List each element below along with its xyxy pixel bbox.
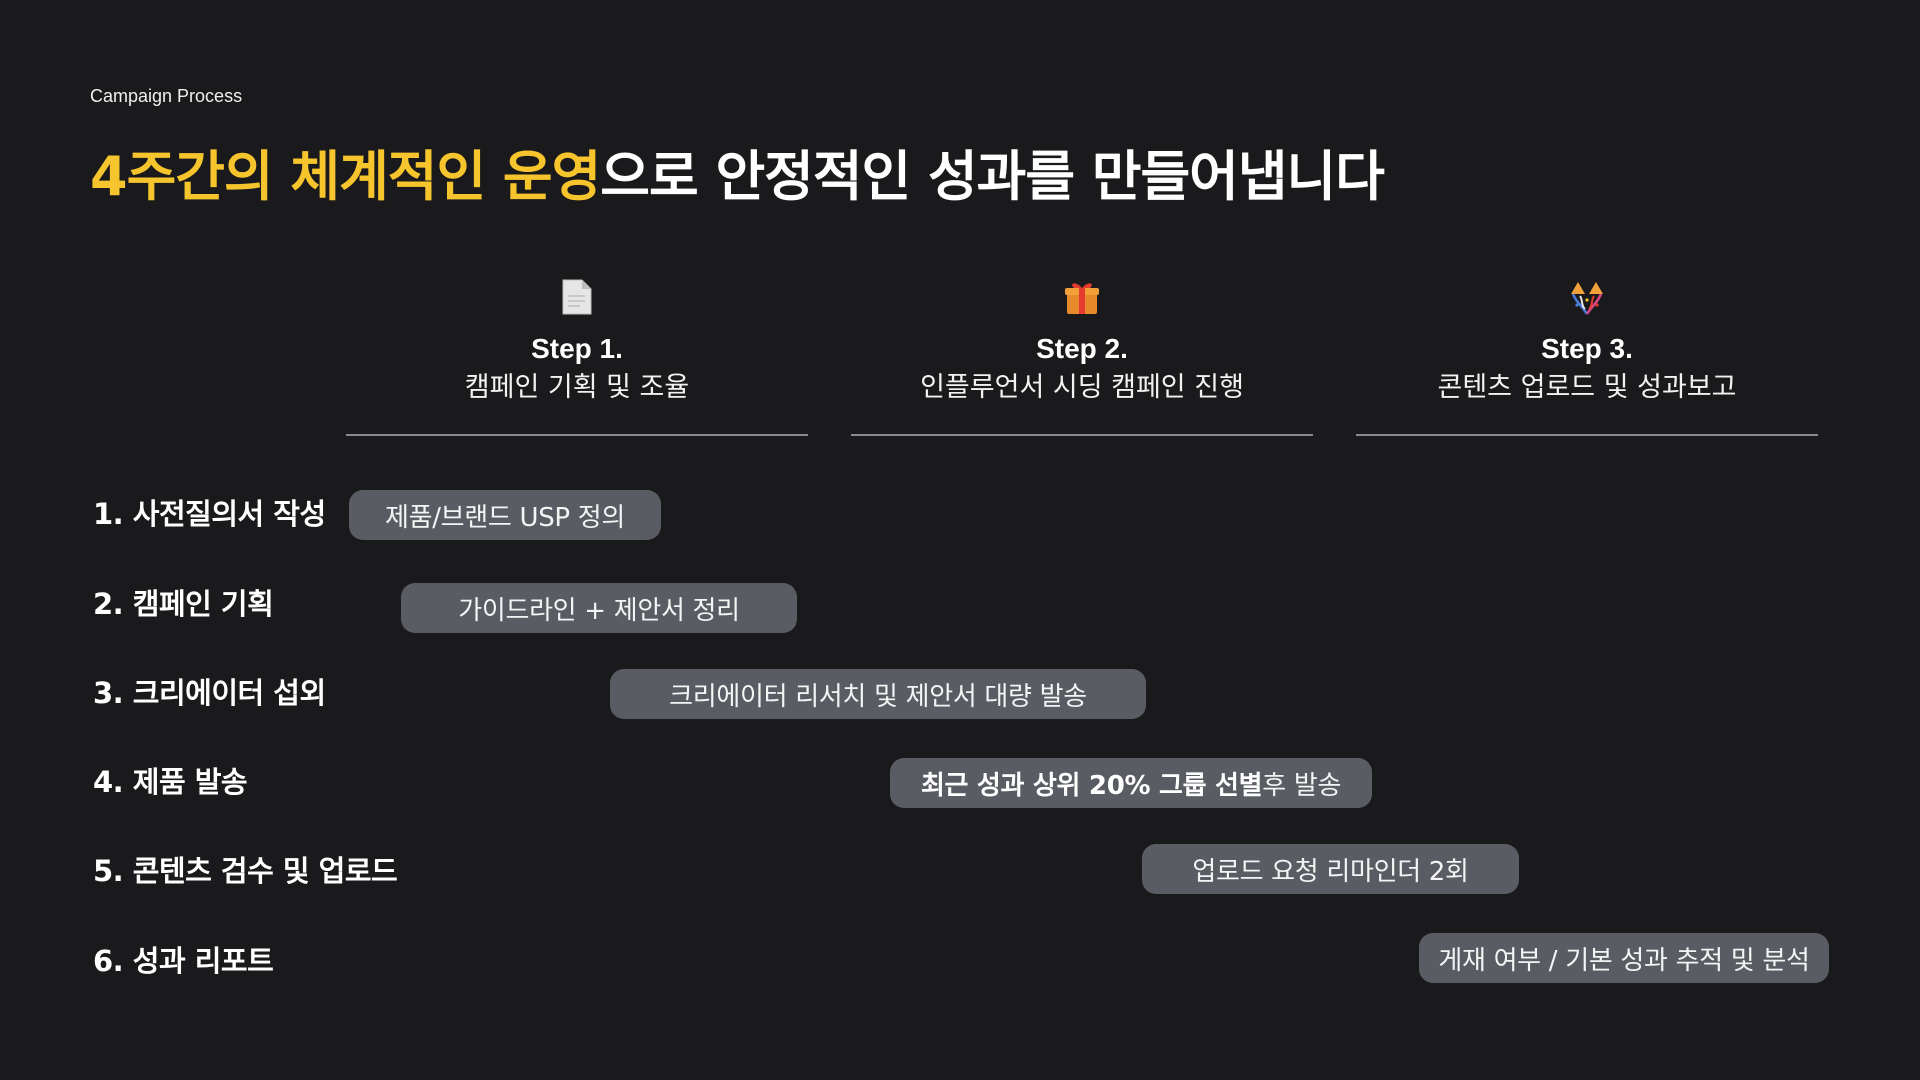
page-title-highlight: 4주간의 체계적인 운영 xyxy=(90,145,601,208)
row-label-4: 4. 제품 발송 xyxy=(93,765,248,799)
row-label-6: 6. 성과 리포트 xyxy=(93,944,274,978)
eyebrow-label: Campaign Process xyxy=(90,86,243,106)
step-3-divider xyxy=(1356,434,1818,436)
row-label-5: 5. 콘텐츠 검수 및 업로드 xyxy=(93,854,398,888)
task-pill-4: 최근 성과 상위 20% 그룹 선별 후 발송 xyxy=(890,758,1372,808)
step-1-title: Step 1. xyxy=(531,333,623,364)
task-pill-3: 크리에이터 리서치 및 제안서 대량 발송 xyxy=(610,669,1146,719)
step-1-column: Step 1. 캠페인 기획 및 조율 xyxy=(346,274,808,436)
step-3-subtitle: 콘텐츠 업로드 및 성과보고 xyxy=(1437,372,1737,403)
step-2-divider xyxy=(851,434,1313,436)
gift-icon xyxy=(851,274,1313,320)
page-title: 4주간의 체계적인 운영으로 안정적인 성과를 만들어냅니다 xyxy=(90,132,1385,211)
document-icon xyxy=(346,274,808,320)
row-label-1: 1. 사전질의서 작성 xyxy=(93,497,326,531)
step-2-title: Step 2. xyxy=(1036,333,1128,364)
task-pill-4-strong: 최근 성과 상위 20% 그룹 선별 xyxy=(920,770,1263,801)
task-pill-5: 업로드 요청 리마인더 2회 xyxy=(1142,844,1519,894)
step-1-divider xyxy=(346,434,808,436)
page-title-rest: 으로 안정적인 성과를 만들어냅니다 xyxy=(600,145,1385,208)
step-3-column: Step 3. 콘텐츠 업로드 및 성과보고 xyxy=(1356,274,1818,436)
row-label-3: 3. 크리에이터 섭외 xyxy=(93,676,326,710)
task-pill-1: 제품/브랜드 USP 정의 xyxy=(349,490,661,540)
step-2-subtitle: 인플루언서 시딩 캠페인 진행 xyxy=(920,372,1244,403)
task-pill-6: 게재 여부 / 기본 성과 추적 및 분석 xyxy=(1419,933,1829,983)
task-pill-2: 가이드라인 + 제안서 정리 xyxy=(401,583,797,633)
row-label-2: 2. 캠페인 기획 xyxy=(93,587,274,621)
step-1-subtitle: 캠페인 기획 및 조율 xyxy=(464,372,690,403)
task-pill-4-normal: 후 발송 xyxy=(1262,770,1342,801)
step-2-column: Step 2. 인플루언서 시딩 캠페인 진행 xyxy=(851,274,1313,436)
confetti-icon xyxy=(1356,274,1818,320)
step-3-title: Step 3. xyxy=(1541,333,1633,364)
